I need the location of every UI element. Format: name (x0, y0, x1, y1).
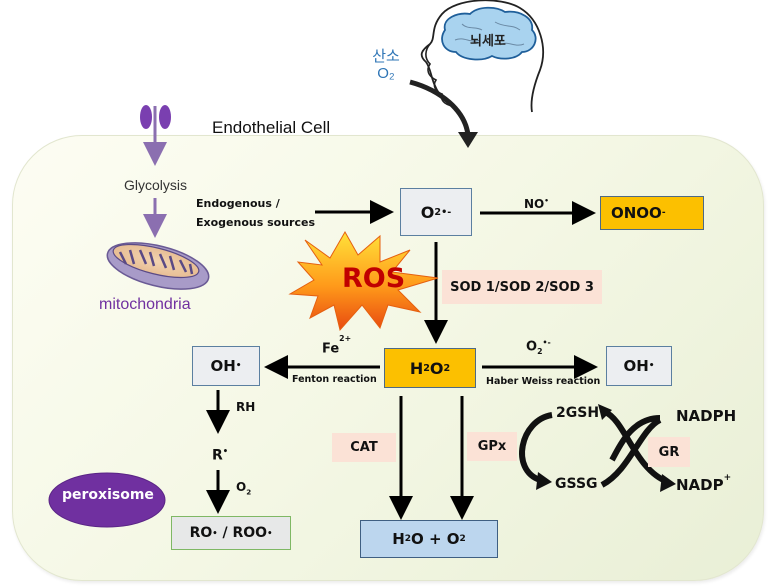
fe-sup: 2+ (339, 334, 352, 343)
oh-left-sup: • (235, 361, 242, 371)
oh-left-base: OH (210, 357, 236, 375)
fenton-reaction-label: Fenton reaction (292, 374, 377, 385)
glycolysis-label: Glycolysis (124, 177, 188, 193)
rh-label: RH (236, 400, 256, 414)
water-sub1: 2 (404, 534, 412, 544)
roo-sup: • (267, 528, 273, 538)
no-sup: • (544, 196, 549, 205)
h2o2-sub1: 2 (423, 362, 430, 374)
superoxide-base: O (420, 202, 435, 222)
cat-enzyme-label: CAT (332, 433, 396, 462)
oxygen-korean: 산소 (372, 48, 400, 65)
fe-base: Fe (322, 341, 340, 357)
brain-icon (441, 6, 537, 61)
oxygen-edge-label: O2 (236, 480, 251, 496)
hydroxyl-left-node: OH• (192, 346, 260, 386)
ros-burst-shape (288, 230, 439, 332)
oh-right-sup: • (648, 361, 655, 371)
nadp-label: NADP+ (676, 473, 732, 494)
haber-superoxide-label: O2•- (526, 338, 551, 356)
water-mid: O + O (411, 530, 460, 548)
sod-enzyme-label: SOD 1/SOD 2/SOD 3 (442, 270, 602, 304)
oh-right-base: OH (623, 357, 649, 375)
o2-edge-sub: 2 (246, 487, 252, 497)
inhalation-arrow (409, 79, 471, 136)
ro-sup: • (212, 528, 218, 538)
nadp-sup: + (723, 473, 732, 483)
ros-label: ROS (342, 263, 406, 294)
peroxisome-shape (48, 472, 166, 528)
mitochondria-icon (106, 242, 210, 290)
r-radical-node: R• (212, 446, 228, 464)
sources-line1: Endogenous / (196, 197, 280, 210)
superoxide-sup: •- (441, 206, 452, 218)
h2o2-sub2: 2 (443, 362, 451, 374)
sources-label: Endogenous / Exogenous sources (196, 194, 315, 232)
brain-cell-label: 뇌세포 (470, 34, 506, 49)
haber-o2-sub: 2 (537, 346, 543, 356)
peroxynitrite-node: ONOO- (600, 196, 704, 230)
roo-base: / ROO (222, 525, 268, 541)
h2o2-h: H (409, 358, 424, 378)
glutathione-cycle-arrows (519, 409, 670, 488)
gsh-label: 2GSH (556, 405, 600, 421)
transporter-right-icon (159, 105, 171, 129)
water-h: H (392, 530, 405, 548)
superoxide-sub: 2 (434, 206, 442, 218)
h2o2-o: O (429, 358, 444, 378)
peroxynitrite-base: ONOO (611, 204, 662, 222)
ro-base: RO (189, 525, 213, 541)
peroxynitrite-sup: - (661, 208, 666, 218)
haber-o2-sup: •- (542, 338, 551, 347)
r-sup: • (222, 446, 229, 456)
cell-title: Endothelial Cell (212, 118, 331, 137)
mitochondria-label: mitochondria (99, 296, 191, 313)
sources-line2: Exogenous sources (196, 216, 315, 229)
gpx-enzyme-label: GPx (467, 432, 517, 461)
nadp-base: NADP (676, 476, 724, 494)
haber-o2-base: O (526, 339, 538, 355)
oxygen-formula: O₂ (377, 65, 395, 82)
alkoxyl-peroxyl-node: RO• / ROO• (171, 516, 291, 550)
r-base: R (212, 447, 223, 464)
water-sub2: 2 (459, 534, 466, 544)
transporter-left-icon (140, 105, 152, 129)
gssg-label: GSSG (555, 476, 598, 492)
fe2-label: Fe2+ (322, 334, 351, 357)
o2-edge-base: O (236, 480, 247, 494)
hydroxyl-right-node: OH• (606, 346, 672, 386)
gr-enzyme-label: GR (648, 437, 690, 467)
oxygen-label: 산소 O₂ (366, 48, 406, 82)
no-base: NO (524, 197, 545, 211)
no-radical-label: NO• (524, 196, 549, 211)
haber-weiss-reaction-label: Haber Weiss reaction (486, 376, 601, 387)
nadph-label: NADPH (676, 407, 737, 425)
peroxisome-label: peroxisome (62, 487, 154, 503)
